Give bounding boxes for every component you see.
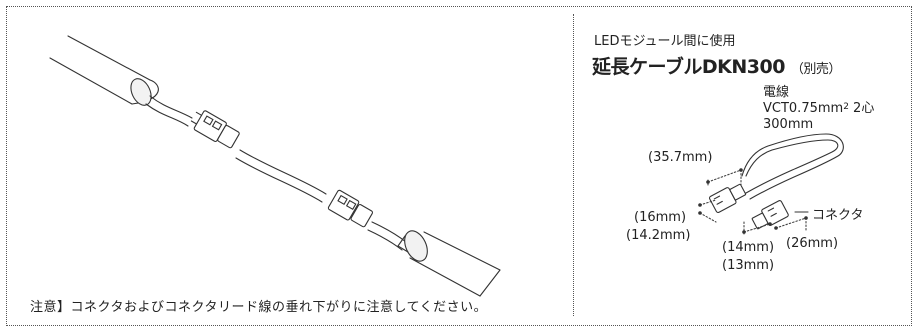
dim-13mm: (13mm) — [722, 258, 775, 273]
wire-length: 300mm — [763, 117, 814, 132]
product-title: 延長ケーブルDKN300 （別売） — [592, 52, 841, 79]
dim-connector-left — [708, 183, 747, 214]
upper-module-tube — [49, 35, 151, 105]
connector-label: コネクタ — [812, 208, 864, 223]
wire-spec: VCT0.75mm2 2心 — [763, 101, 874, 117]
dim-35-7-guide — [707, 169, 742, 187]
upper-lead-wire — [145, 95, 193, 127]
lower-module-tube-end — [479, 269, 501, 297]
wire-name: 電線 — [763, 85, 790, 100]
wire-spec-prefix: VCT0.75mm — [763, 101, 844, 116]
lower-module-cap — [404, 230, 428, 262]
dim-16-guide — [699, 199, 717, 223]
dim-14-2mm: (14.2mm) — [626, 228, 691, 243]
dim-14mm: (14mm) — [722, 240, 775, 255]
product-subtitle: LEDモジュール間に使用 — [594, 34, 736, 49]
connector-lower — [327, 189, 374, 228]
dim-35-7mm: (35.7mm) — [648, 150, 713, 165]
cable-loop — [745, 139, 839, 194]
dim-connector-right — [751, 200, 789, 230]
wire-spec-suffix: 2心 — [848, 101, 875, 116]
panel-divider — [573, 14, 574, 316]
product-title-note: （別売） — [790, 62, 842, 77]
lower-lead-wire — [367, 221, 407, 251]
wire-spec-superscript: 2 — [843, 102, 849, 112]
lower-module-bracket — [397, 235, 409, 253]
outer-dotted-frame — [6, 6, 912, 326]
connector-upper — [190, 110, 240, 149]
lower-module-tube — [409, 231, 501, 297]
cable-loop-inner — [741, 133, 844, 200]
dim-16mm: (16mm) — [634, 210, 687, 225]
dim-26mm: (26mm) — [786, 236, 839, 251]
caution-caption: 注意】コネクタおよびコネクタリード線の垂れ下がりに注意してください。 — [30, 300, 488, 315]
extension-cable — [235, 149, 327, 203]
dim-26-guide — [775, 217, 807, 231]
product-name: 延長ケーブルDKN300 — [592, 56, 785, 78]
